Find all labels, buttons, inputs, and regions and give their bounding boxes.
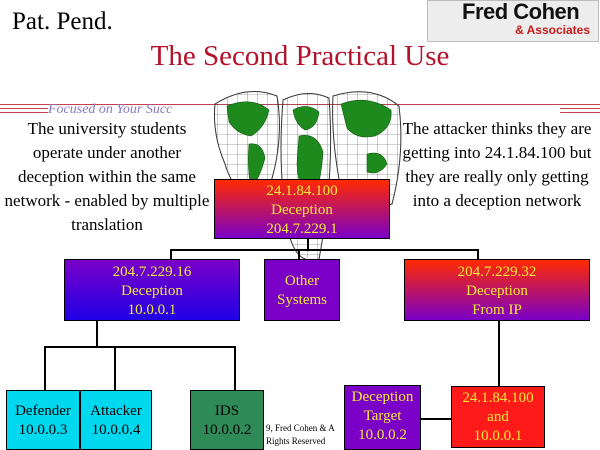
- node-line: IDS: [214, 403, 240, 419]
- footer-rights: Rights Reserved: [266, 436, 326, 446]
- node-line: 10.0.0.3: [18, 422, 68, 438]
- connector: [114, 346, 116, 390]
- node-line: Deception: [466, 283, 528, 299]
- node-line: 10.0.0.4: [91, 422, 141, 438]
- node-line: 24.1.84.100: [462, 390, 534, 406]
- connector: [170, 249, 479, 251]
- node-deception-right: 204.7.229.32 Deception From IP: [404, 259, 590, 321]
- company-logo: Fred Cohen & Associates: [427, 0, 599, 42]
- divider-line: [0, 112, 48, 113]
- divider-line: [560, 112, 600, 113]
- node-line: Defender: [15, 403, 71, 419]
- right-description: The attacker thinks they are getting int…: [402, 119, 592, 210]
- node-deception-left: 204.7.229.16 Deception 10.0.0.1: [64, 259, 240, 321]
- node-line: 204.7.229.16: [112, 264, 192, 280]
- node-deception-top: 24.1.84.100 Deception 204.7.229.1: [214, 179, 390, 239]
- node-line: 10.0.0.1: [473, 428, 523, 444]
- node-deception-target: Deception Target 10.0.0.2: [344, 385, 421, 450]
- node-real-system: 24.1.84.100 and 10.0.0.1: [451, 386, 545, 448]
- connector: [498, 321, 500, 387]
- node-line: 10.0.0.2: [358, 427, 407, 443]
- pat-pend-label: Pat. Pend.: [12, 8, 113, 35]
- node-other-systems: Other Systems: [264, 259, 340, 321]
- footer-copyright: 9, Fred Cohen & A: [266, 423, 335, 433]
- connector: [96, 321, 98, 347]
- connector: [44, 346, 236, 348]
- connector: [307, 238, 309, 250]
- node-line: and: [487, 409, 509, 425]
- node-defender: Defender 10.0.0.3: [6, 390, 80, 450]
- node-line: 204.7.229.32: [457, 264, 537, 280]
- node-line: 10.0.0.2: [202, 422, 252, 438]
- node-line: Deception: [271, 202, 333, 218]
- logo-name: Fred Cohen: [462, 0, 580, 24]
- connector: [421, 418, 451, 420]
- slide-title: The Second Practical Use: [150, 40, 450, 72]
- node-line: Target: [363, 408, 402, 424]
- node-line: 24.1.84.100: [266, 183, 338, 199]
- connector: [44, 346, 46, 390]
- node-line: Deception: [121, 283, 183, 299]
- node-attacker: Attacker 10.0.0.4: [80, 390, 152, 450]
- node-line: Systems: [276, 292, 327, 308]
- node-line: 10.0.0.1: [127, 302, 177, 318]
- connector: [477, 249, 479, 259]
- node-line: Deception: [351, 389, 414, 405]
- connector: [170, 249, 172, 259]
- tagline: Focused on Your Succ: [48, 102, 173, 117]
- left-description: The university students operate under an…: [4, 119, 210, 234]
- logo-subtitle: & Associates: [515, 23, 590, 37]
- node-line: Other: [284, 273, 320, 289]
- connector: [234, 346, 236, 390]
- node-ids: IDS 10.0.0.2: [190, 390, 264, 450]
- connector: [298, 249, 300, 259]
- divider-line: [560, 108, 600, 109]
- node-line: Attacker: [90, 403, 142, 419]
- divider-line: [0, 108, 48, 109]
- node-line: 204.7.229.1: [266, 221, 338, 237]
- node-line: From IP: [472, 302, 522, 318]
